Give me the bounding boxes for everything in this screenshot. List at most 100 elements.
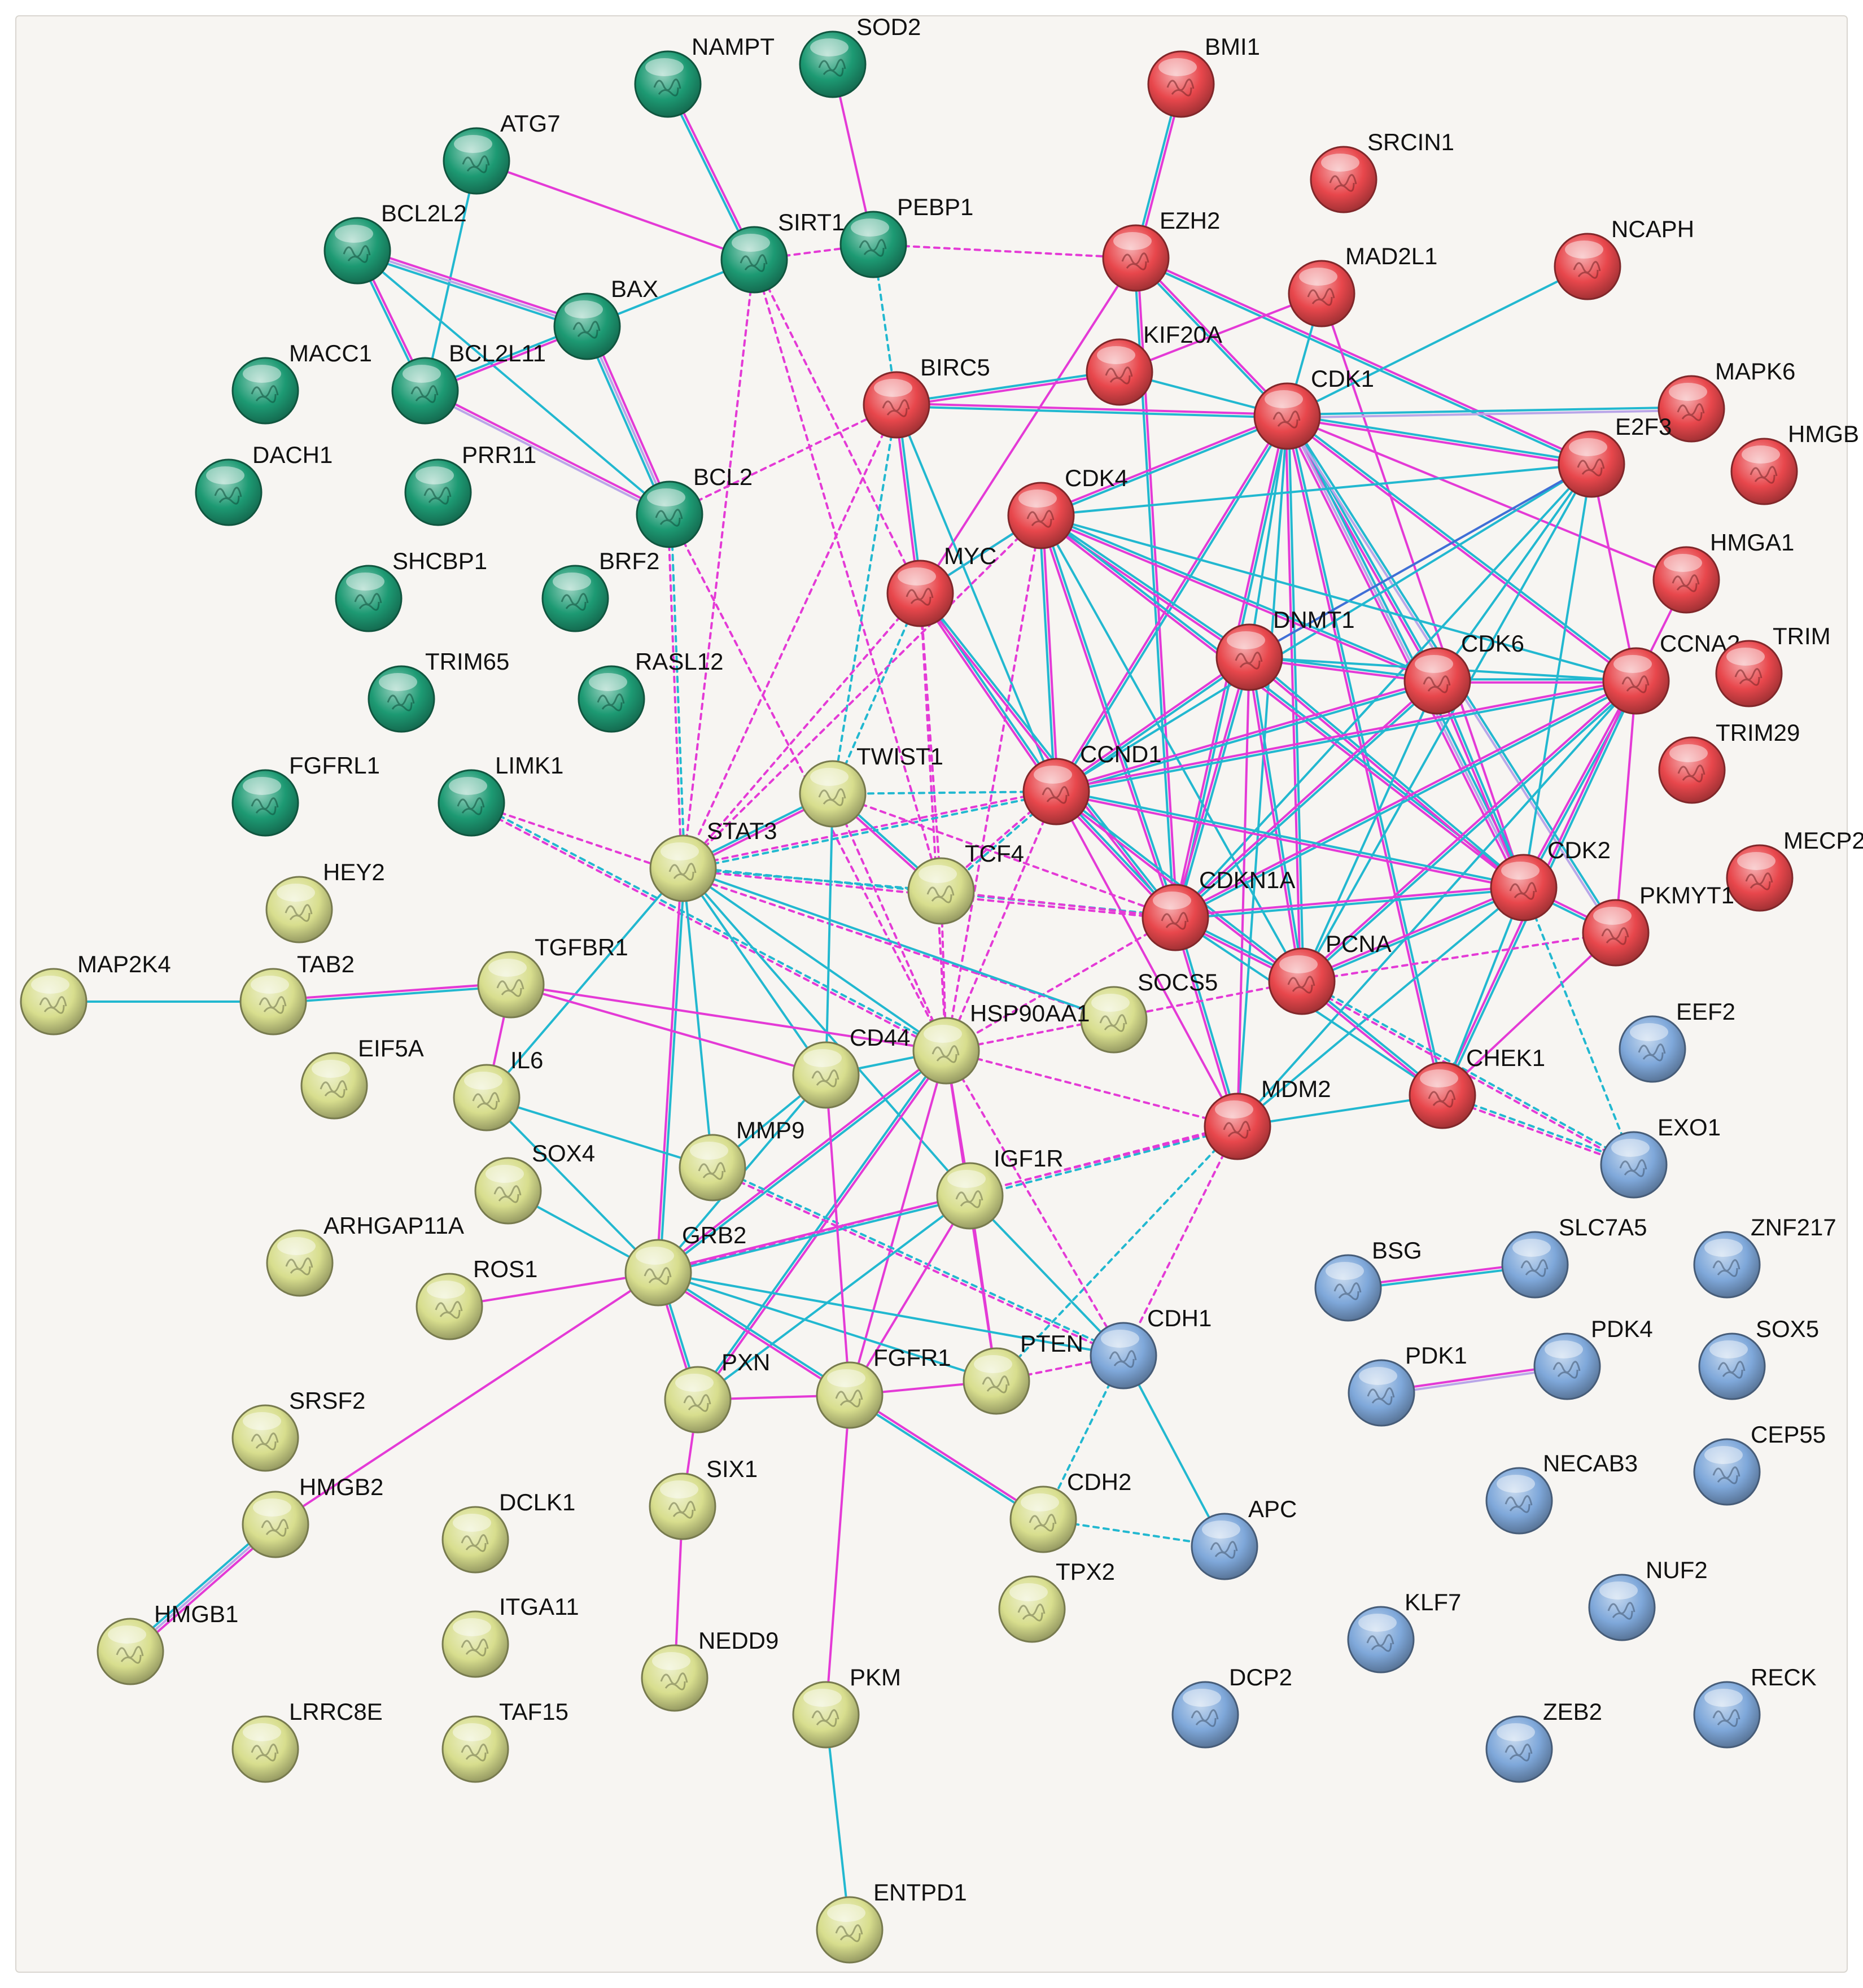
node-chek1[interactable]: CHEK1 — [1409, 1045, 1545, 1129]
node-bubble[interactable] — [1253, 382, 1321, 450]
node-cdk2[interactable]: CDK2 — [1490, 837, 1611, 921]
node-srcin1[interactable]: SRCIN1 — [1310, 129, 1454, 213]
node-socs5[interactable]: SOCS5 — [1080, 969, 1218, 1054]
node-bubble[interactable] — [231, 1404, 299, 1472]
node-nuf2[interactable]: NUF2 — [1588, 1557, 1708, 1641]
node-bubble[interactable] — [1485, 1715, 1553, 1783]
node-mapk6[interactable]: MAPK6 — [1658, 358, 1795, 443]
node-bubble[interactable] — [799, 30, 867, 98]
node-bubble[interactable] — [649, 834, 717, 902]
node-pkmyt1[interactable]: PKMYT1 — [1582, 882, 1734, 967]
node-grb2[interactable]: GRB2 — [624, 1222, 746, 1307]
node-myc[interactable]: MYC — [886, 543, 996, 627]
node-tpx2[interactable]: TPX2 — [998, 1558, 1115, 1643]
node-prr11[interactable]: PRR11 — [404, 442, 536, 526]
node-cdk6[interactable]: CDK6 — [1403, 630, 1524, 715]
node-lrrc8e[interactable]: LRRC8E — [231, 1698, 383, 1783]
node-itga11[interactable]: ITGA11 — [441, 1593, 579, 1678]
node-bubble[interactable] — [391, 357, 459, 425]
node-bubble[interactable] — [368, 665, 435, 733]
node-entpd1[interactable]: ENTPD1 — [816, 1879, 967, 1964]
node-eif5a[interactable]: EIF5A — [300, 1035, 424, 1120]
node-tab2[interactable]: TAB2 — [239, 951, 355, 1035]
node-bubble[interactable] — [1022, 758, 1090, 825]
node-bubble[interactable] — [1490, 854, 1558, 921]
node-bubble[interactable] — [816, 1896, 884, 1964]
node-dcp2[interactable]: DCP2 — [1171, 1664, 1292, 1749]
node-cd44[interactable]: CD44 — [792, 1024, 910, 1109]
node-bubble[interactable] — [636, 480, 703, 548]
node-bubble[interactable] — [265, 876, 333, 943]
node-bubble[interactable] — [839, 211, 907, 278]
node-e2f3[interactable]: E2F3 — [1558, 413, 1672, 498]
node-cdh2[interactable]: CDH2 — [1009, 1469, 1131, 1553]
node-nedd9[interactable]: NEDD9 — [641, 1627, 779, 1712]
node-bubble[interactable] — [1658, 375, 1725, 443]
node-bubble[interactable] — [1314, 1254, 1382, 1322]
node-bubble[interactable] — [323, 217, 391, 285]
node-cep55[interactable]: CEP55 — [1693, 1421, 1826, 1506]
node-bubble[interactable] — [799, 760, 867, 828]
node-bubble[interactable] — [404, 458, 472, 526]
node-bubble[interactable] — [664, 1366, 732, 1434]
node-bubble[interactable] — [624, 1239, 692, 1307]
node-pten[interactable]: PTEN — [963, 1330, 1083, 1415]
node-bubble[interactable] — [1619, 1015, 1686, 1083]
node-klf7[interactable]: KLF7 — [1347, 1589, 1461, 1674]
node-pkm[interactable]: PKM — [792, 1664, 901, 1749]
node-trim29[interactable]: TRIM29 — [1658, 719, 1800, 804]
node-bcl2[interactable]: BCL2 — [636, 464, 753, 548]
node-bubble[interactable] — [1715, 640, 1783, 707]
node-bubble[interactable] — [1080, 986, 1148, 1054]
node-ncaph[interactable]: NCAPH — [1554, 216, 1694, 300]
node-bubble[interactable] — [477, 951, 545, 1019]
node-zeb2[interactable]: ZEB2 — [1485, 1698, 1602, 1783]
node-bubble[interactable] — [1533, 1332, 1601, 1400]
node-cdk1[interactable]: CDK1 — [1253, 365, 1374, 450]
node-bubble[interactable] — [443, 127, 510, 195]
node-bubble[interactable] — [1009, 1485, 1077, 1553]
node-igf1r[interactable]: IGF1R — [936, 1145, 1064, 1230]
node-bubble[interactable] — [1288, 260, 1355, 327]
node-bubble[interactable] — [553, 292, 621, 360]
node-pxn[interactable]: PXN — [664, 1349, 770, 1434]
node-macc1[interactable]: MACC1 — [231, 340, 372, 425]
node-bubble[interactable] — [912, 1017, 980, 1085]
node-six1[interactable]: SIX1 — [649, 1456, 758, 1540]
node-bubble[interactable] — [936, 1162, 1004, 1230]
node-trim65[interactable]: TRIM65 — [368, 648, 509, 733]
node-bubble[interactable] — [641, 1644, 709, 1712]
node-bubble[interactable] — [1348, 1359, 1415, 1427]
node-bubble[interactable] — [541, 565, 609, 632]
node-fgfrl1[interactable]: FGFRL1 — [231, 752, 380, 837]
node-hmgb1[interactable]: HMGB1 — [97, 1601, 238, 1685]
node-bubble[interactable] — [20, 968, 88, 1035]
node-bsg[interactable]: BSG — [1314, 1237, 1422, 1322]
node-bubble[interactable] — [886, 560, 954, 627]
node-bubble[interactable] — [441, 1610, 509, 1678]
node-taf15[interactable]: TAF15 — [441, 1698, 568, 1783]
node-bubble[interactable] — [1652, 546, 1720, 614]
node-birc5[interactable]: BIRC5 — [863, 354, 990, 439]
node-twist1[interactable]: TWIST1 — [799, 743, 943, 828]
node-ros1[interactable]: ROS1 — [416, 1256, 537, 1340]
node-bubble[interactable] — [1730, 438, 1798, 505]
node-bubble[interactable] — [1726, 844, 1794, 912]
node-dach1[interactable]: DACH1 — [195, 442, 333, 526]
node-exo1[interactable]: EXO1 — [1600, 1114, 1721, 1199]
node-cdh1[interactable]: CDH1 — [1090, 1305, 1212, 1390]
node-hmga1[interactable]: HMGA1 — [1652, 529, 1794, 614]
node-shcbp1[interactable]: SHCBP1 — [335, 548, 487, 632]
node-bubble[interactable] — [335, 565, 403, 632]
node-sirt1[interactable]: SIRT1 — [720, 209, 845, 294]
node-bubble[interactable] — [1501, 1231, 1569, 1299]
node-arhgap11a[interactable]: ARHGAP11A — [266, 1212, 464, 1297]
node-il6[interactable]: IL6 — [453, 1047, 543, 1131]
node-bubble[interactable] — [1693, 1681, 1761, 1749]
node-bubble[interactable] — [195, 458, 263, 526]
node-bubble[interactable] — [231, 357, 299, 425]
node-bubble[interactable] — [863, 371, 930, 439]
node-bubble[interactable] — [416, 1273, 483, 1340]
node-hmgb2[interactable]: HMGB2 — [242, 1474, 383, 1558]
node-bubble[interactable] — [1215, 623, 1283, 691]
